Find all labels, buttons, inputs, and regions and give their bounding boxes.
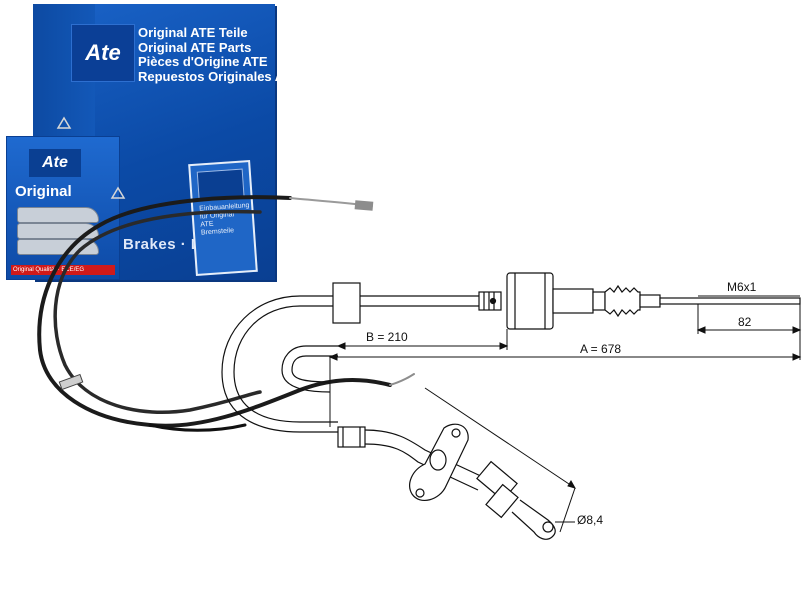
ate-box-text: Original ATE Teile Original ATE Parts Pi… <box>138 25 300 84</box>
thread-length-label: 82 <box>738 315 752 329</box>
thread-label: M6x1 <box>727 280 757 294</box>
ate-line-en: Original ATE Parts <box>138 39 252 55</box>
ate-logo-icon: Ate <box>71 24 135 82</box>
ate-line-de: Original ATE Teile <box>138 25 248 40</box>
ate-line-fr: Pièces d'Origine ATE <box>138 54 268 69</box>
pads-box-label: Original <box>15 183 72 200</box>
brake-cable-photo-icon <box>37 195 415 432</box>
cable-outline <box>221 295 500 433</box>
pads-box-red-strip: Original Qualität · ECE/EG <box>11 265 115 275</box>
dimension-b-label: B = 210 <box>366 330 408 344</box>
ate-line-es: Repuestos Originales ATE <box>138 68 300 84</box>
watermark-icon <box>56 116 126 199</box>
eye-diameter-label: Ø8,4 <box>577 513 603 527</box>
cable-adjuster <box>478 272 801 330</box>
cable-lower-end <box>337 423 556 540</box>
dimension-a-label: A = 678 <box>580 342 621 356</box>
pads-box-logo-icon: Ate <box>29 149 81 177</box>
cable-sleeve <box>332 282 361 324</box>
dimension-lines <box>328 295 802 533</box>
